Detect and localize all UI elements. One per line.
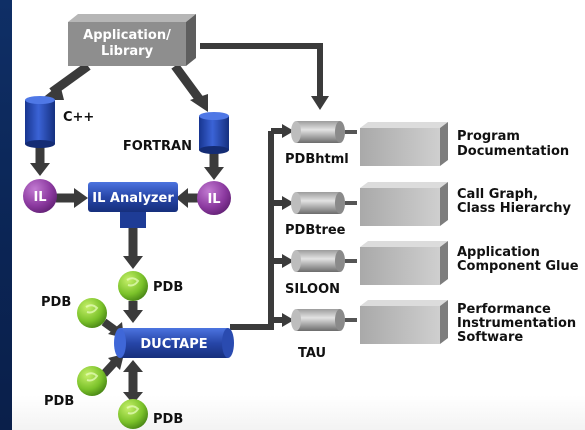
output-siloon-line1: Application bbox=[457, 245, 540, 260]
arrowhead-app-to-pdbhtml bbox=[311, 96, 329, 110]
app-box-line2: Library bbox=[101, 44, 154, 59]
tool-siloon-label: SILOON bbox=[285, 282, 340, 297]
fortran-frontend-cylinder bbox=[199, 112, 229, 154]
arrowhead-app-to-cpp bbox=[40, 84, 64, 100]
il-analyzer-label: IL Analyzer bbox=[92, 191, 174, 206]
arrowhead-il-right bbox=[176, 188, 188, 208]
il-analyzer-block: IL Analyzer bbox=[88, 182, 178, 228]
output-pdbhtml-line1: Program bbox=[457, 129, 520, 144]
il-left-sphere: IL bbox=[23, 179, 57, 213]
tool-row-pdbhtml bbox=[291, 121, 448, 166]
output-pdbtree-line1: Call Graph, bbox=[457, 187, 538, 202]
il-right-sphere: IL bbox=[197, 181, 231, 215]
pdb-sphere-top bbox=[118, 271, 148, 301]
output-pdbhtml-line2: Documentation bbox=[457, 144, 569, 159]
bus-vertical bbox=[230, 131, 274, 330]
application-library-box: Application/ Library bbox=[68, 14, 196, 66]
pdb-sphere-bottom bbox=[118, 399, 148, 429]
pdb-bottom-label: PDB bbox=[153, 412, 183, 427]
ductape-label: DUCTAPE bbox=[140, 337, 207, 352]
tool-pdbhtml-label: PDBhtml bbox=[285, 152, 349, 167]
arrowhead-pdb-down bbox=[123, 392, 143, 404]
arrow-app-to-pdbhtml bbox=[200, 43, 323, 98]
arrowhead-app-to-fortran bbox=[190, 94, 208, 112]
tool-tau-label: TAU bbox=[298, 346, 326, 361]
arrowhead-bus-siloon bbox=[282, 254, 294, 268]
fortran-label: FORTRAN bbox=[123, 139, 192, 154]
arrowhead-bus-pdbhtml bbox=[282, 124, 294, 138]
output-tau-line2: Instrumentation bbox=[457, 316, 576, 331]
arrowhead-fortran-to-il bbox=[204, 167, 224, 180]
il-left-label: IL bbox=[33, 190, 46, 205]
pdb-top-label: PDB bbox=[153, 280, 183, 295]
arrow-app-to-fortran bbox=[171, 63, 204, 103]
connectors bbox=[30, 43, 329, 404]
output-pdbtree-line2: Class Hierarchy bbox=[457, 201, 571, 216]
il-right-label: IL bbox=[207, 192, 220, 207]
pdb-sphere-left-top bbox=[77, 298, 107, 328]
arrowhead-cpp-to-il bbox=[30, 163, 50, 176]
arrowhead-bus-tau bbox=[282, 313, 294, 327]
tool-row-tau bbox=[291, 300, 448, 344]
pdb-left-bottom-label: PDB bbox=[44, 394, 74, 409]
output-tau-line1: Performance bbox=[457, 302, 551, 317]
tool-pdbtree-label: PDBtree bbox=[285, 223, 346, 238]
arrowhead-ductape-up bbox=[123, 360, 143, 372]
arrow-pdb-leftbottom-to-ductape bbox=[101, 359, 118, 377]
cpp-frontend-cylinder bbox=[25, 96, 55, 148]
tool-row-pdbtree bbox=[291, 182, 448, 226]
app-box-line1: Application/ bbox=[83, 28, 171, 43]
output-tau-line3: Software bbox=[457, 330, 523, 345]
arrowhead-pdb-to-ductape bbox=[123, 310, 143, 323]
arrowhead-analyzer-to-pdb bbox=[123, 256, 143, 269]
ductape-block: DUCTAPE bbox=[114, 328, 234, 358]
diagram-panel bbox=[12, 0, 585, 430]
arrow-pdb-lefttop-to-ductape bbox=[101, 318, 118, 334]
pdb-sphere-left-bottom bbox=[77, 366, 107, 396]
cpp-label: C++ bbox=[63, 110, 94, 125]
output-siloon-line2: Component Glue bbox=[457, 259, 579, 274]
arrowhead-il-left bbox=[74, 188, 88, 208]
tool-row-siloon bbox=[291, 241, 448, 285]
arrowhead-bus-pdbtree bbox=[282, 196, 294, 210]
pdb-left-top-label: PDB bbox=[41, 295, 71, 310]
